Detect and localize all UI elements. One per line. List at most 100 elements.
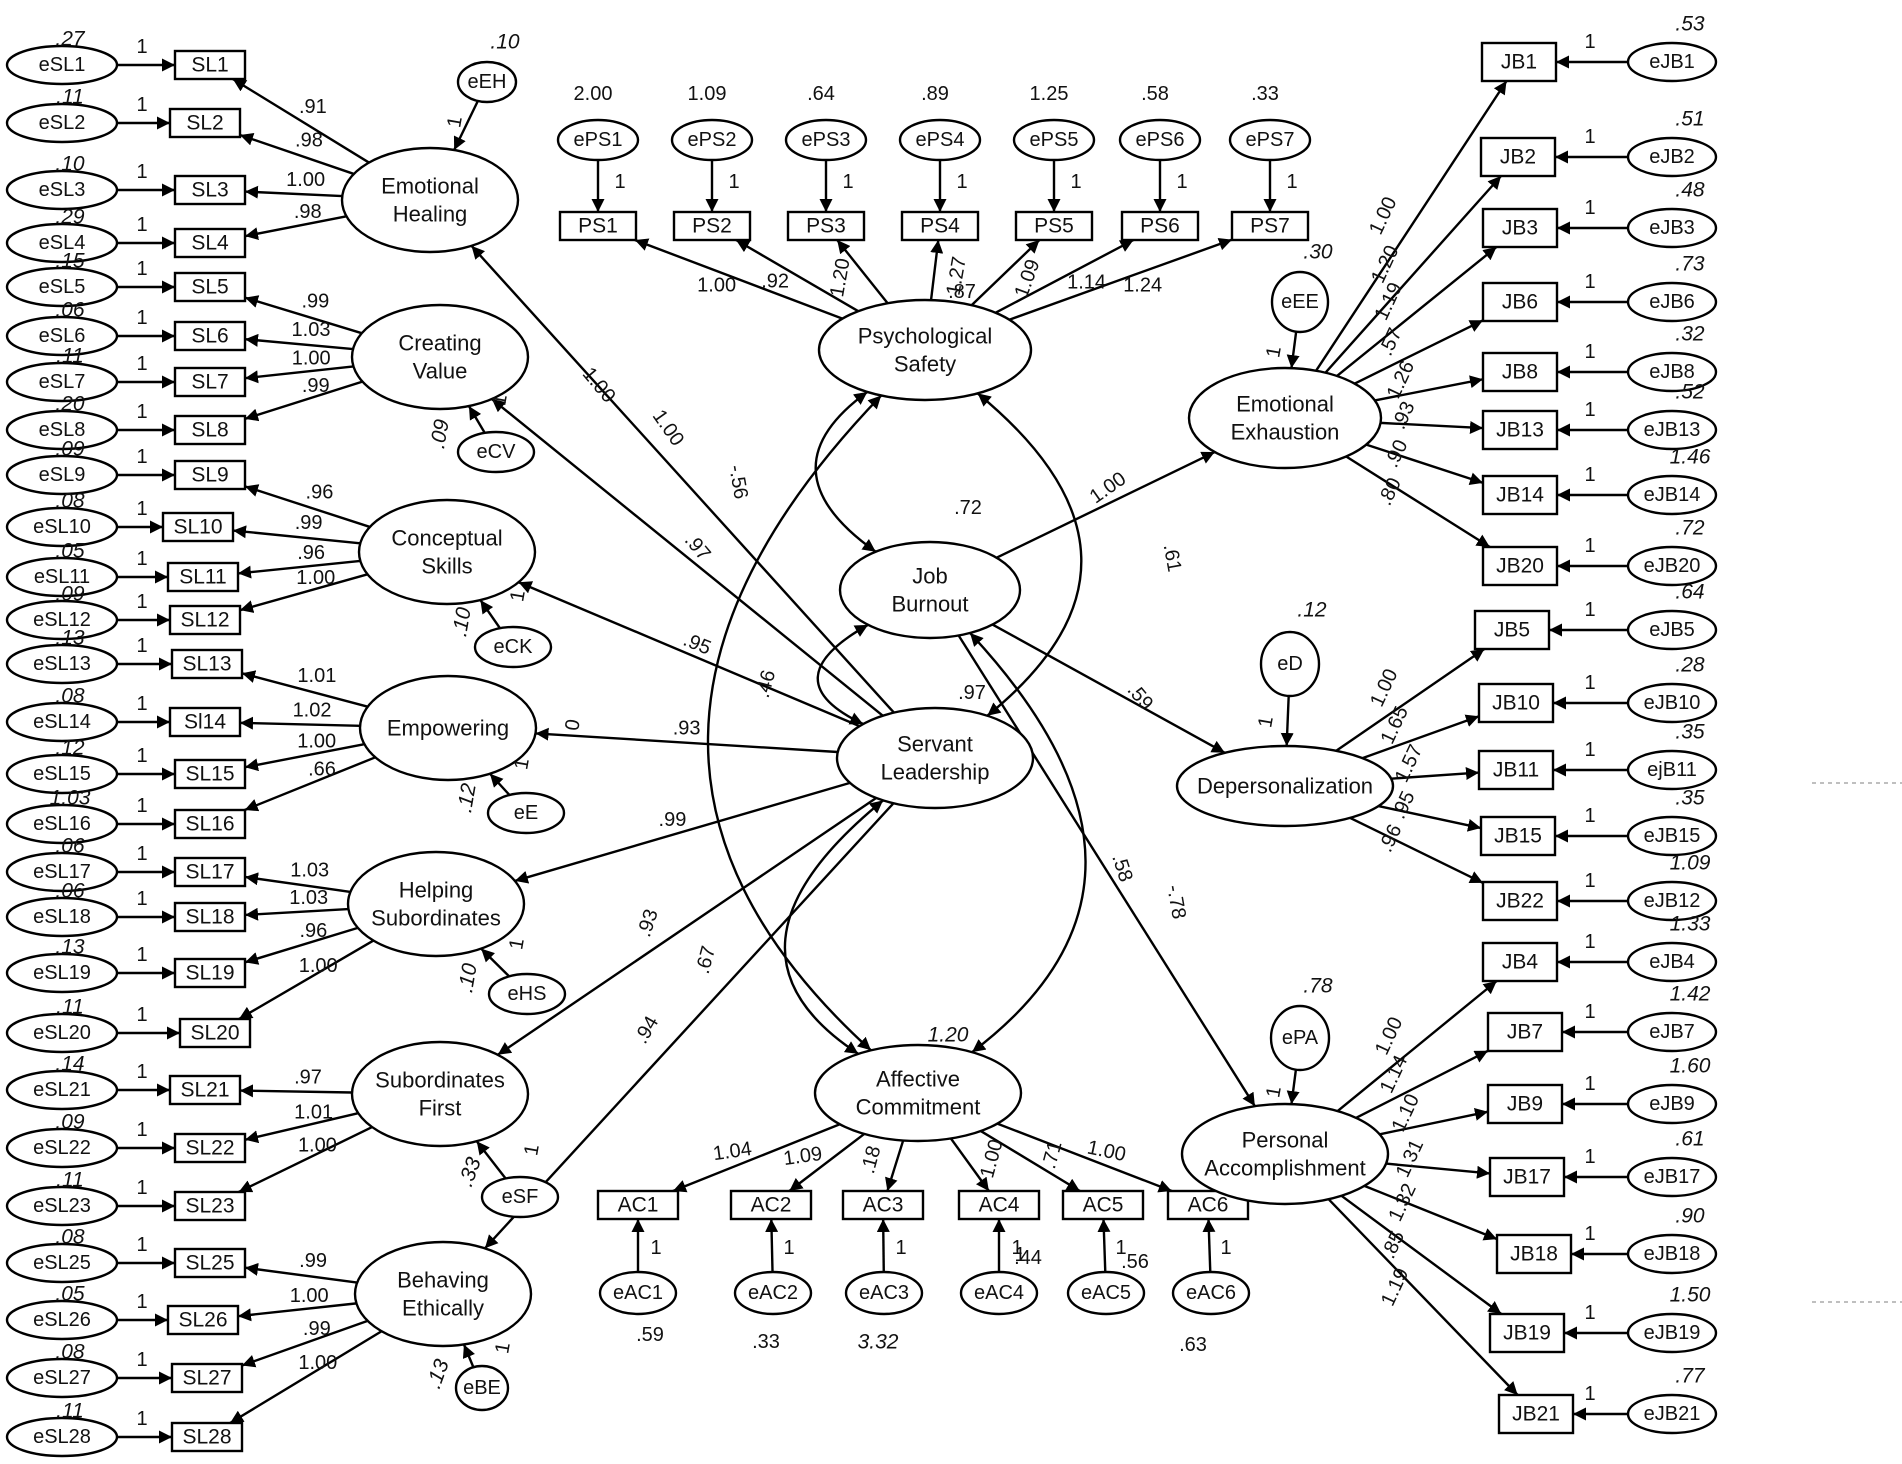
error-label: eJB1 [1649,51,1695,73]
factor-loading: 1.57 [1391,741,1427,786]
fixed-one: 1 [488,393,512,408]
error-node-eac4 [959,1270,1039,1316]
fixed-one: 1 [1584,197,1595,219]
fixed-one: 1 [1584,805,1595,827]
fixed-one: 1 [1584,341,1595,363]
loading-arrow-sl19 [244,926,359,965]
fixed-one: 1 [506,589,530,604]
indicator-ac1 [596,1189,680,1221]
error-label: ePS1 [574,129,623,151]
loading-arrow-jb5 [1335,648,1486,752]
error-variance: .09 [55,583,85,606]
fixed-one: 1 [1584,739,1595,761]
error-variance: .73 [1675,253,1705,276]
error-node-eac5 [1066,1270,1146,1316]
error-node-esl5 [5,266,119,308]
latent-label: Leadership [881,760,990,785]
fixed-one: 1 [1176,171,1187,193]
error-label: eAC5 [1081,1282,1131,1304]
error-label: eSL22 [33,1137,91,1159]
fixed-one: 1 [1584,599,1595,621]
latent-label: Empowering [387,716,509,741]
factor-loading: 1.03 [292,319,331,341]
indicator-label: JB4 [1502,951,1539,974]
fixed-one: 1 [1584,399,1595,421]
latent-label: Subordinates [375,1068,505,1093]
error-label: eSL20 [33,1022,91,1044]
error-node-ejb10 [1626,682,1718,724]
error-label: eSL26 [33,1309,91,1331]
loading-arrow-ps4 [929,239,944,301]
error-label: eSL16 [33,813,91,835]
disturbance-node-eeh [456,60,518,104]
loading-arrow-ps3 [836,239,889,304]
fixed-one: 1 [443,115,467,130]
indicator-ac5 [1061,1189,1145,1221]
factor-loading: 1.20 [826,257,854,299]
error-node-ejb21 [1626,1393,1718,1435]
loading-arrow-sl25 [244,1262,358,1284]
error-label: eJB5 [1649,619,1695,641]
indicator-jb3 [1481,207,1559,249]
factor-loading: .98 [295,129,323,151]
fixed-one: 1 [1584,1223,1595,1245]
covariance: .61 [1159,542,1185,573]
fixed-one: 1 [136,693,147,715]
error-node-esl15 [5,753,119,795]
loading-arrow-jb14 [1365,443,1484,486]
error-variance: 1.60 [1670,1055,1711,1078]
disturbance-variance: .12 [453,781,481,814]
latent-label: Healing [393,202,468,227]
disturbance-arrow-em [489,772,511,796]
factor-loading: 1.00 [697,274,736,296]
error-label: eSL23 [33,1195,91,1217]
error-variance: 1.33 [1670,913,1711,936]
latent-label: Conceptual [391,526,502,551]
error-node-esl1 [5,44,119,86]
error-arrow-ac6 [1202,1218,1216,1273]
error-node-esl23 [5,1185,119,1227]
indicator-sl22 [173,1132,247,1164]
error-variance: .33 [752,1331,780,1353]
fixed-one: 1 [136,36,147,58]
indicator-label: PS3 [806,215,846,238]
indicator-label: JB11 [1493,759,1539,782]
indicator-label: Sl14 [184,711,226,734]
indicator-ps3 [786,210,866,242]
error-label: eJB8 [1649,361,1695,383]
loading-arrow-jb7 [1355,1049,1489,1119]
error-node-ejb6 [1626,281,1718,323]
fixed-one: 1 [136,258,147,280]
error-label: eSL1 [39,54,86,76]
latent-label: Skills [421,554,472,579]
error-label: eSL8 [39,419,86,441]
indicator-sl15 [173,758,247,790]
error-variance: 3.32 [858,1331,899,1354]
indicator-label: JB1 [1501,51,1537,74]
error-node-esl27 [5,1357,119,1399]
loading-arrow-sl13 [241,670,369,708]
error-label: eJB12 [1644,890,1701,912]
error-label: eJB19 [1644,1322,1701,1344]
factor-loading: 1.00 [298,1352,337,1374]
error-variance: 2.00 [574,83,613,105]
cov-jb-ac [969,632,1087,1054]
error-label: eJB9 [1649,1093,1695,1115]
error-variance: 1.46 [1670,446,1711,469]
indicator-label: SL22 [185,1137,234,1160]
error-variance: .53 [1675,13,1705,36]
error-label: eJB2 [1649,146,1695,168]
indicator-ps1 [558,210,638,242]
loading-arrow-sl22 [244,1112,359,1144]
disturbance-arrow-pa [1286,1069,1300,1105]
path-coefficient: 1.00 [1086,468,1131,508]
fixed-one: 1 [136,745,147,767]
disturbance-variance: .10 [490,31,520,54]
disturbance-label: eD [1277,653,1303,675]
indicator-sl9 [173,459,247,491]
factor-loading: .96 [306,482,334,504]
disturbance-variance: .78 [1303,975,1333,998]
loading-arrow-jb2 [1324,175,1502,374]
loading-arrow-ac3 [885,1140,905,1192]
error-variance: .06 [55,880,85,903]
